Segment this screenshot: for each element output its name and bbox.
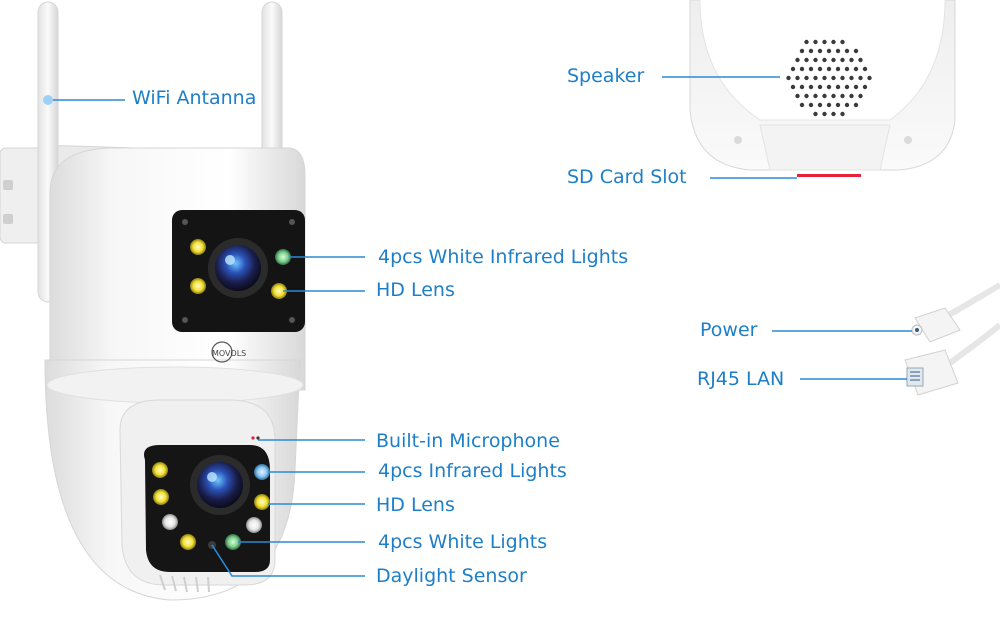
speaker-hole — [826, 84, 832, 90]
speaker-hole — [822, 111, 827, 117]
speaker-hole — [853, 66, 859, 72]
speaker-hole — [849, 93, 854, 99]
label-white-infrared-lights: 4pcs White Infrared Lights — [378, 246, 629, 268]
speaker-hole — [844, 66, 850, 72]
camera-illustration: MOVOLS — [0, 1, 306, 601]
speaker-hole — [790, 66, 796, 72]
speaker-hole — [849, 75, 854, 81]
label-speaker: Speaker — [567, 65, 645, 87]
speaker-hole — [804, 57, 809, 63]
speaker-hole — [862, 84, 868, 90]
speaker-hole — [835, 66, 841, 72]
label-white-lights: 4pcs White Lights — [378, 531, 548, 553]
speaker-hole — [849, 57, 854, 63]
label-built-in-microphone: Built-in Microphone — [376, 430, 560, 452]
speaker-hole — [840, 75, 845, 81]
speaker-hole — [804, 93, 809, 99]
speaker-hole — [840, 93, 845, 99]
speaker-hole — [858, 93, 863, 99]
speaker-hole — [826, 48, 832, 54]
label-rj45-lan: RJ45 LAN — [697, 368, 785, 390]
speaker-hole — [831, 93, 836, 99]
speaker-hole — [831, 75, 836, 81]
speaker-hole — [813, 111, 818, 117]
label-power: Power — [700, 319, 758, 341]
speaker-hole — [799, 66, 805, 72]
speaker-hole — [804, 75, 809, 81]
speaker-hole — [822, 57, 827, 63]
speaker-hole — [862, 66, 868, 72]
sd-card-slot-marker — [797, 174, 861, 177]
speaker-hole — [835, 48, 841, 54]
speaker-hole — [853, 102, 859, 108]
speaker-hole — [813, 75, 818, 81]
brand-logo: MOVOLS — [212, 349, 246, 358]
speaker-hole — [831, 57, 836, 63]
speaker-hole — [817, 102, 823, 108]
speaker-hole — [835, 84, 841, 90]
speaker-hole — [853, 84, 859, 90]
speaker-hole — [840, 111, 845, 117]
speaker-hole — [813, 93, 818, 99]
label-infrared-lights: 4pcs Infrared Lights — [378, 460, 567, 482]
speaker-hole — [808, 48, 814, 54]
speaker-hole — [804, 39, 809, 45]
speaker-hole — [840, 57, 845, 63]
speaker-hole — [817, 48, 823, 54]
speaker-hole — [786, 75, 791, 81]
speaker-hole — [826, 66, 832, 72]
speaker-hole — [799, 48, 805, 54]
label-daylight-sensor: Daylight Sensor — [376, 565, 527, 587]
speaker-hole — [813, 57, 818, 63]
leader-lines — [43, 76, 912, 577]
speaker-hole — [795, 57, 800, 63]
speaker-hole — [799, 102, 805, 108]
speaker-hole — [822, 75, 827, 81]
speaker-hole — [858, 75, 863, 81]
speaker-hole — [790, 84, 796, 90]
speaker-hole — [795, 75, 800, 81]
speaker-hole — [813, 39, 818, 45]
speaker-hole — [867, 75, 872, 81]
speaker-hole — [853, 48, 859, 54]
speaker-hole — [808, 102, 814, 108]
speaker-hole — [840, 39, 845, 45]
speaker-hole — [831, 39, 836, 45]
speaker-hole — [799, 84, 805, 90]
speaker-hole — [822, 39, 827, 45]
speaker-hole — [817, 66, 823, 72]
speaker-hole — [826, 102, 832, 108]
label-hd-lens-top: HD Lens — [376, 279, 455, 301]
rj45-port-icon — [906, 367, 924, 387]
label-wifi-antenna: WiFi Antanna — [132, 87, 257, 109]
speaker-hole — [844, 102, 850, 108]
speaker-hole — [844, 84, 850, 90]
label-sd-card-slot: SD Card Slot — [567, 166, 687, 188]
speaker-hole — [808, 84, 814, 90]
speaker-hole — [835, 102, 841, 108]
power-connector-icon — [915, 328, 919, 332]
cable-connectors — [904, 282, 1000, 396]
speaker-hole — [817, 84, 823, 90]
label-hd-lens-bottom: HD Lens — [376, 494, 455, 516]
speaker-hole — [831, 111, 836, 117]
speaker-hole — [808, 66, 814, 72]
speaker-hole — [844, 48, 850, 54]
speaker-hole — [858, 57, 863, 63]
speaker-hole — [795, 93, 800, 99]
speaker-hole — [822, 93, 827, 99]
speaker-closeup — [689, 0, 956, 177]
